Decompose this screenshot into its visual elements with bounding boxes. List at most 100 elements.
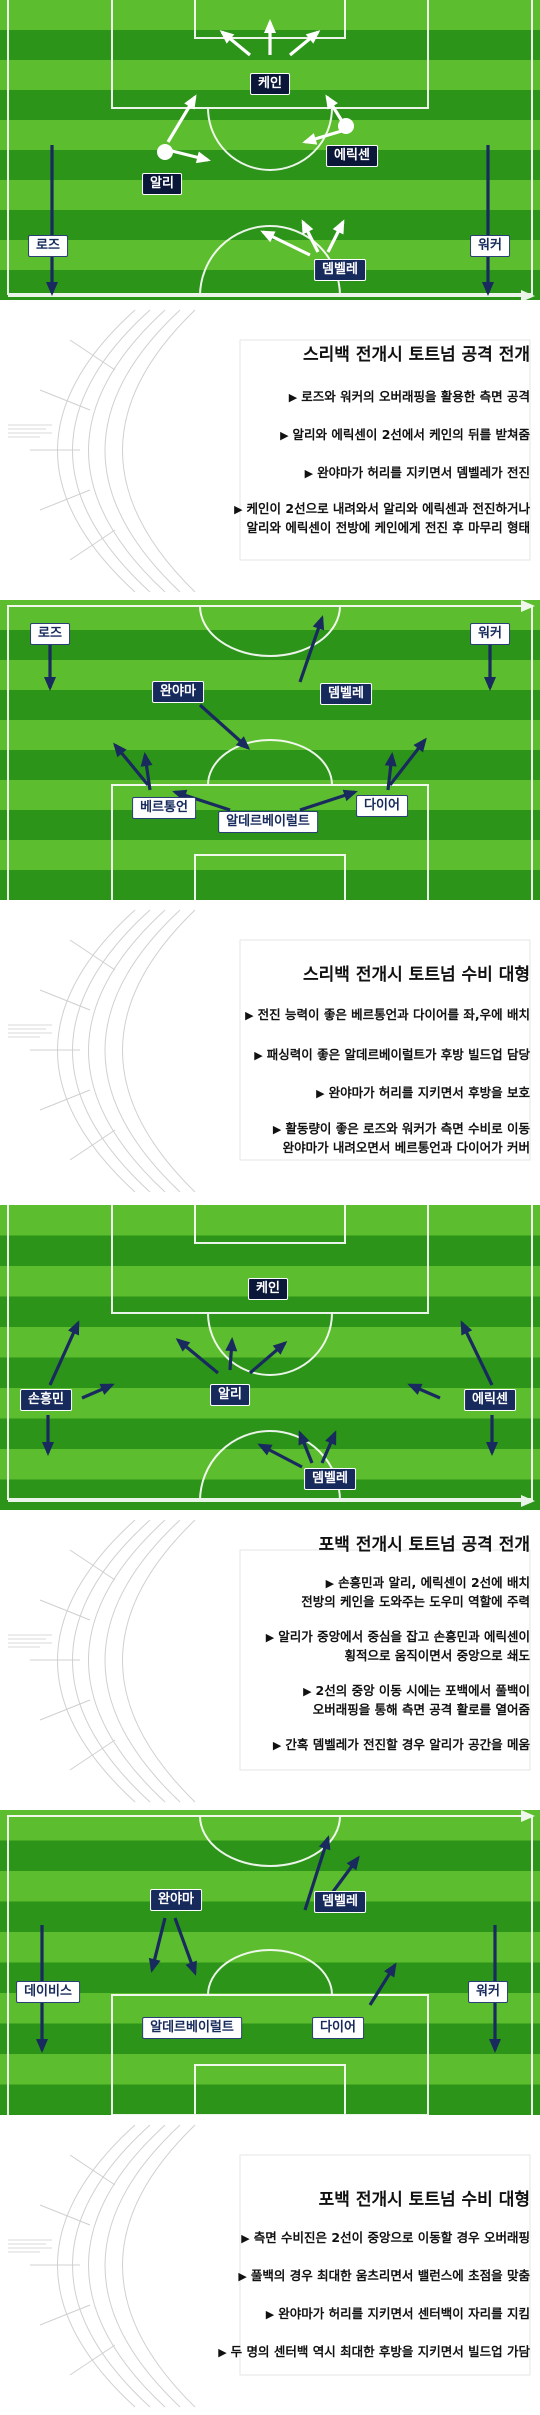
pitch-lines <box>7 0 535 300</box>
arrowhead-icon <box>235 736 251 751</box>
stadium-blueprint <box>8 909 531 1193</box>
bullet-item: ▶완야마가 허리를 지키면서 뎀벨레가 전진 <box>305 464 530 483</box>
arrowhead-icon <box>486 1442 498 1456</box>
bullet-text: 전진 능력이 좋은 베르통언과 다이어를 좌,우에 배치 <box>257 1007 530 1022</box>
section-heading: 스리백 전개시 토트넘 공격 전개 <box>303 345 530 365</box>
pitch-defense-3back: 로즈 워커 완야마 뎀벨레 베르통언 알데르베이럴트 다이어 <box>0 600 540 900</box>
arrowhead-icon <box>195 151 211 164</box>
player-label-eriksen: 에릭센 <box>326 145 378 167</box>
grass-stripe <box>0 1901 540 1933</box>
grass-stripe <box>0 1388 540 1420</box>
player-label-davies: 데이비스 <box>16 1981 80 2003</box>
triangle-bullet-icon: ▶ <box>234 503 243 516</box>
arrowhead-icon <box>384 752 397 767</box>
arrows-navy <box>46 145 494 296</box>
triangle-bullet-icon: ▶ <box>303 1685 312 1698</box>
info-attack-3back: 스리백 전개시 토트넘 공격 전개 ▶로즈와 워커의 오버래핑을 활용한 측면 … <box>0 300 540 600</box>
triangle-bullet-icon: ▶ <box>265 2308 275 2321</box>
triangle-bullet-icon: ▶ <box>245 1009 254 1022</box>
info-defense-3back: 스리백 전개시 토트넘 수비 대형 ▶전진 능력이 좋은 베르통언과 다이어를 … <box>0 900 540 1205</box>
bullet-text: 오버래핑을 통해 측면 공격 활로를 열어줌 <box>312 1702 530 1717</box>
grass-stripe <box>0 690 540 721</box>
pitch-lines <box>7 600 535 900</box>
player-marker-eriksen <box>338 118 354 134</box>
arrowhead-icon <box>413 737 427 753</box>
bullet-text: 2선의 중앙 이동 시에는 포백에서 풀백이 <box>315 1683 530 1698</box>
player-label-kane: 케인 <box>248 1278 288 1300</box>
grass-stripe <box>0 870 540 900</box>
player-label-dier: 다이어 <box>312 2017 364 2039</box>
player-label-walker: 워커 <box>470 235 510 257</box>
arrowhead-icon <box>298 1430 310 1446</box>
arrowhead-icon <box>36 2039 48 2053</box>
bullet-text: 풀백의 경우 최대한 움츠리면서 밸런스에 초점을 맞춤 <box>250 2268 530 2283</box>
bullet-text: 완야마가 허리를 지키면서 센터백이 자리를 지킴 <box>278 2306 530 2321</box>
stadium-blueprint <box>8 2124 531 2408</box>
bullet-text: 완야마가 내려오면서 베르통언과 다이어가 커버 <box>282 1140 530 1155</box>
arrowhead-icon <box>521 1495 535 1507</box>
player-label-rose: 로즈 <box>30 623 70 645</box>
arrowhead-icon <box>46 282 58 296</box>
pitch-field <box>0 1810 540 2115</box>
grass-stripe <box>0 1235 540 1267</box>
arrowhead-icon <box>325 94 338 110</box>
grass-stripe <box>0 120 540 151</box>
player-label-alderweireld: 알데르베이럴트 <box>218 811 318 833</box>
bullet-text: 알리가 중앙에서 중심을 잡고 손흥민과 에릭센이 <box>278 1629 530 1644</box>
arrowhead-icon <box>175 1338 191 1352</box>
section-heading: 포백 전개시 토트넘 수비 대형 <box>318 2190 530 2210</box>
triangle-bullet-icon: ▶ <box>316 1087 325 1100</box>
bullet-text: 측면 수비진은 2선이 중앙으로 이동할 경우 오버래핑 <box>253 2230 530 2245</box>
arrows-navy <box>44 615 496 812</box>
pitch-attack-3back: 케인 에릭센 알리 로즈 워커 뎀벨레 <box>0 0 540 300</box>
grass-stripe <box>0 1810 540 1842</box>
triangle-bullet-icon: ▶ <box>288 391 298 404</box>
bullet-item: ▶간혹 뎀벨레가 전진할 경우 알리가 공간을 메움 <box>273 1736 530 1755</box>
grass-stripe <box>0 2023 540 2055</box>
bullet-text: 횡적으로 움직이면서 중앙으로 쇄도 <box>344 1648 530 1663</box>
arrows-navy <box>42 1320 498 1469</box>
pitch-lines <box>7 1810 535 2115</box>
bullet-item: ▶두 명의 센터백 역시 최대한 후방을 지키면서 빌드업 가담 <box>218 2343 530 2362</box>
triangle-bullet-icon: ▶ <box>272 1739 282 1752</box>
grass-stripe <box>0 240 540 271</box>
bullet-item: ▶풀백의 경우 최대한 움츠리면서 밸런스에 초점을 맞춤 <box>238 2267 530 2286</box>
arrowhead-icon <box>460 1320 473 1336</box>
arrowhead-icon <box>305 30 321 44</box>
player-marker-alli <box>157 144 173 160</box>
arrow-eriksen-up <box>460 1322 494 1386</box>
player-label-walker: 워커 <box>468 1981 508 2003</box>
bullet-text: 패싱력이 좋은 알데르베이럴트가 후방 빌드업 담당 <box>266 1047 530 1062</box>
grass-stripe <box>0 1871 540 1903</box>
arrowhead-icon <box>113 742 127 758</box>
triangle-bullet-icon: ▶ <box>218 2346 227 2359</box>
player-label-dembele: 뎀벨레 <box>314 1891 366 1913</box>
grass-stripe <box>0 1962 540 1994</box>
bullet-text: 알리와 에릭센이 2선에서 케인의 뒤를 받쳐줌 <box>292 427 530 442</box>
bullet-text: 완야마가 허리를 지키면서 뎀벨레가 전진 <box>317 465 530 480</box>
pitch-field <box>0 0 540 300</box>
arrowhead-icon <box>521 290 535 300</box>
arrowhead-icon <box>384 1962 397 1978</box>
triangle-bullet-icon: ▶ <box>265 1631 275 1644</box>
arrowhead-icon <box>184 94 197 110</box>
triangle-bullet-icon: ▶ <box>304 467 314 480</box>
player-label-dembele: 뎀벨레 <box>304 1468 356 1490</box>
grass-stripe <box>0 660 540 691</box>
grass-stripe <box>0 150 540 181</box>
triangle-bullet-icon: ▶ <box>272 1123 282 1136</box>
grass-stripe <box>0 750 540 781</box>
player-label-eriksen: 에릭센 <box>464 1389 516 1411</box>
triangle-bullet-icon: ▶ <box>325 1577 335 1590</box>
bullet-text: 전방의 케인을 도와주는 도우미 역할에 주력 <box>301 1594 530 1609</box>
bullet-item: ▶로즈와 워커의 오버래핑을 활용한 측면 공격 <box>289 388 530 407</box>
arrowhead-icon <box>521 1810 535 1822</box>
player-label-alderweireld: 알데르베이럴트 <box>142 2017 242 2039</box>
arrowhead-icon <box>482 282 494 296</box>
arrowhead-icon <box>219 30 235 44</box>
bullet-text: 두 명의 센터백 역시 최대한 후방을 지키면서 빌드업 가담 <box>230 2344 530 2359</box>
player-label-rose: 로즈 <box>28 235 68 257</box>
bullet-text: 활동량이 좋은 로즈와 워커가 측면 수비로 이동 <box>285 1121 530 1136</box>
arrowhead-icon <box>44 677 56 691</box>
